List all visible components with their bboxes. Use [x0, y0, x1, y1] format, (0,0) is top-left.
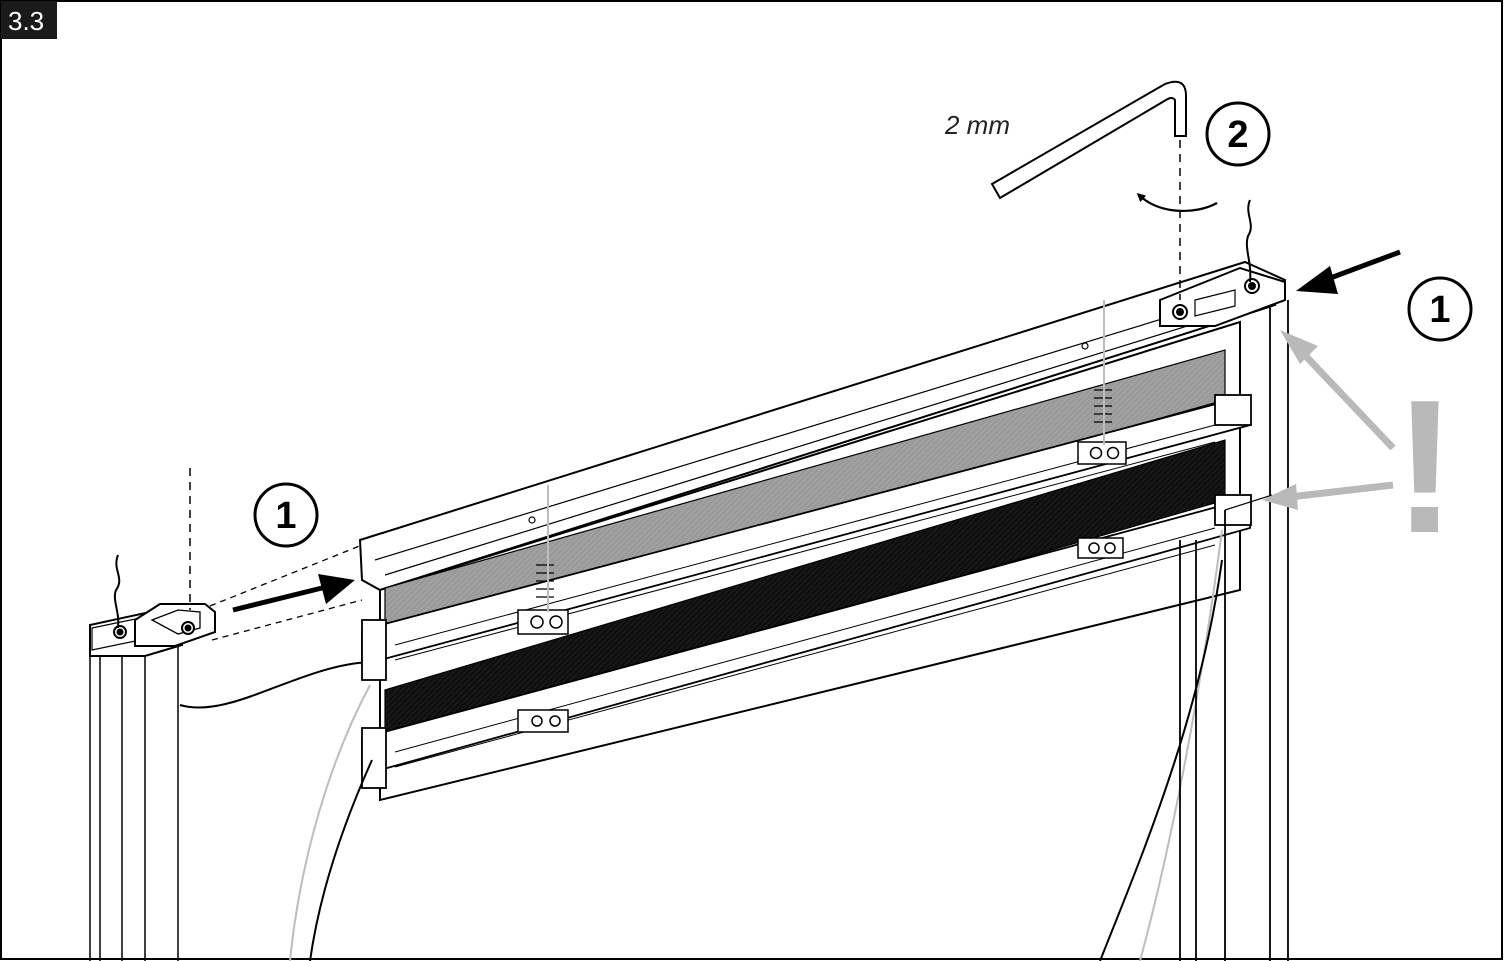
- warning-exclamation-icon: !: [1393, 361, 1456, 573]
- lid-screws: [528, 342, 1089, 524]
- right-side-rail: [1179, 300, 1289, 961]
- section-badge: 3.3: [1, 1, 57, 39]
- lower-rail-bar: [361, 494, 1252, 789]
- step-1-label-left: 1: [275, 495, 296, 537]
- section-label: 3.3: [8, 6, 44, 36]
- step-2-badge: 2: [1205, 101, 1271, 167]
- left-dashed-guides: [209, 544, 363, 641]
- grey-cords: [289, 300, 1223, 961]
- right-end-cap: [1159, 266, 1286, 327]
- step-2-label: 2: [1227, 114, 1248, 156]
- warning-arrows: [1262, 330, 1396, 510]
- right-cord-top: [1245, 199, 1252, 283]
- left-side-rail: [89, 611, 183, 961]
- wrench-size-label: 2 mm: [944, 110, 1010, 140]
- black-cords: [309, 559, 1223, 961]
- hex-key-icon: [990, 80, 1187, 200]
- left-end-cap: [134, 603, 216, 647]
- step-1-badge-right: 1: [1407, 276, 1473, 342]
- cord-carriers: [517, 441, 1127, 733]
- step-1-label-right: 1: [1429, 289, 1450, 331]
- step-1-badge-left: 1: [253, 482, 319, 548]
- push-arrow-icon-left: [232, 574, 355, 613]
- upper-rail-bar: [361, 393, 1252, 681]
- left-cord-loop: [179, 661, 371, 709]
- push-arrow-icon-right: [1296, 249, 1401, 294]
- rotate-arrow-icon: [1136, 193, 1218, 213]
- left-cord-top: [113, 554, 121, 629]
